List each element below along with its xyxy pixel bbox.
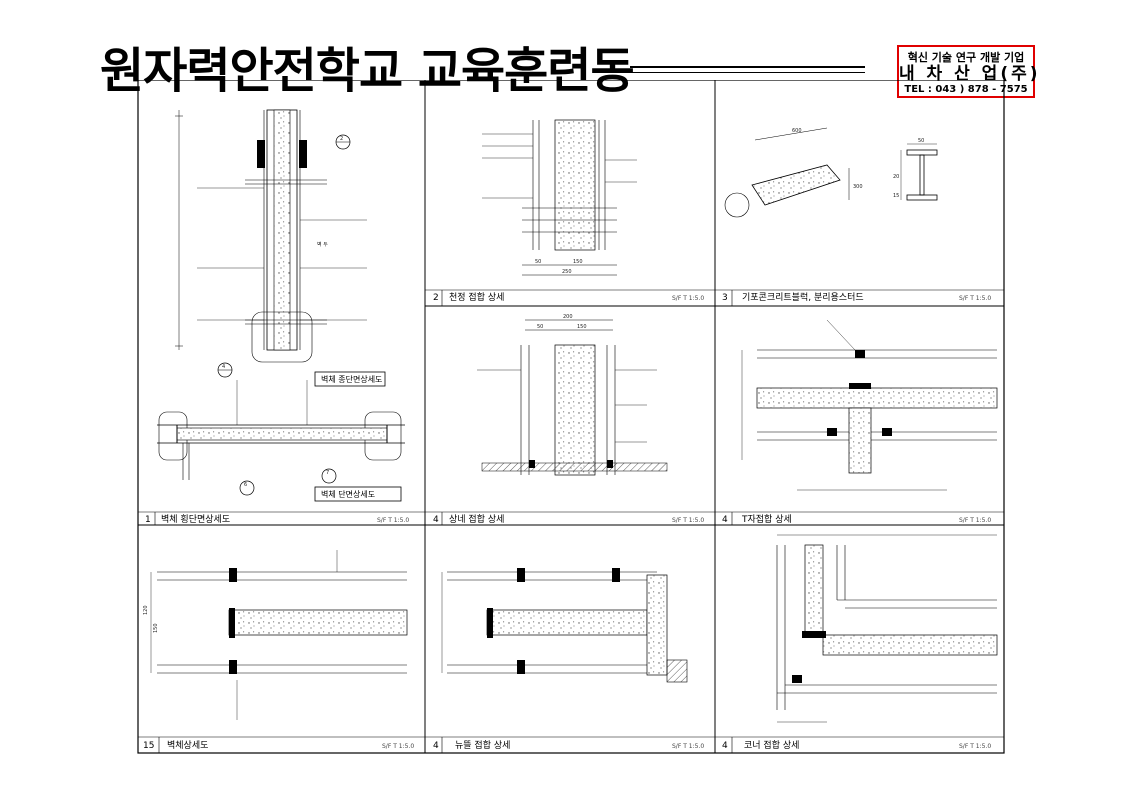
p2-dim-c: 250 [562, 269, 572, 275]
p3-dim-15: 15 [893, 193, 899, 199]
panel4-drawing: 200 50 150 [477, 314, 668, 476]
panel2-caption: 천정 접합 상세 [449, 291, 504, 303]
panel1-drawing: 벽 두 2 4 벽체 종단면상세도 6 7 벽체 단면상세도 [157, 109, 405, 502]
panel1-scale: S/F T 1:5.0 [377, 517, 409, 524]
sheet-border [137, 80, 1005, 754]
panel7-num: 4 [433, 741, 439, 751]
page-title: 원자력안전학교 교육훈련동 [100, 43, 635, 99]
panel6-caption: 벽체상세도 [167, 740, 208, 751]
p3-dim-600: 600 [792, 128, 802, 134]
panel8-caption: 코너 접합 상세 [744, 739, 799, 751]
callout-4: 4 [222, 364, 225, 370]
p15-dim-150: 150 [153, 623, 159, 633]
panel4-caption: 상네 접합 상세 [449, 513, 504, 525]
panel5-scale: S/F T 1:5.0 [959, 517, 991, 524]
panel1-box-label-1 [314, 371, 386, 387]
panel8-scale: S/F T 1:5.0 [959, 743, 991, 750]
title-rule [630, 66, 865, 68]
callout-2: 2 [340, 136, 343, 142]
panel1-box-label-2-text: 벽체 단면상세도 [321, 489, 375, 499]
panel6-drawing: 120 150 [143, 550, 408, 720]
panel4-num: 4 [433, 515, 439, 525]
p3-dim-50: 50 [918, 138, 924, 144]
p4-dim-50: 50 [537, 324, 543, 330]
p3-dim-300: 300 [853, 184, 863, 190]
panel3-num: 3 [722, 293, 728, 303]
callout-7: 7 [326, 470, 329, 476]
title-rule-thin [630, 72, 865, 73]
p2-dim-a: 50 [535, 259, 541, 265]
panel7-caption: 뉴뜰 접합 상세 [455, 739, 510, 751]
panel2-num: 2 [433, 293, 439, 303]
panel1-num: 1 [145, 515, 151, 525]
company-name: 내 차 산 업(주) [899, 64, 1041, 84]
panel3-caption: 기포콘크리트블럭, 분리용스터드 [742, 291, 864, 303]
panel5-caption: T자접합 상세 [741, 513, 792, 525]
p2-dim-b: 150 [573, 259, 583, 265]
p4-dim-150: 150 [577, 324, 587, 330]
p3-dim-20: 20 [893, 174, 899, 180]
p4-dim-200: 200 [563, 314, 573, 320]
panel1-label-one: 벽 두 [317, 241, 328, 248]
panel5-drawing [741, 319, 998, 491]
panel7-drawing [441, 568, 688, 683]
panel7-scale: S/F T 1:5.0 [672, 743, 704, 750]
company-tagline: 혁신 기술 연구 개발 기업 [907, 51, 1025, 64]
panel3-drawing: 600 300 50 20 15 [724, 127, 938, 218]
panel1-box-label-2 [314, 486, 402, 502]
panel3-scale: S/F T 1:5.0 [959, 295, 991, 302]
panel1-caption: 벽체 횡단면상세도 [161, 513, 230, 525]
panel6-scale: S/F T 1:5.0 [382, 743, 414, 750]
panel5-num: 4 [722, 515, 728, 525]
panel6-num: 15 [143, 741, 154, 751]
p15-dim-120: 120 [143, 605, 149, 615]
panel1-box-label-1-text: 벽체 종단면상세도 [321, 374, 382, 384]
panel2-scale: S/F T 1:5.0 [672, 295, 704, 302]
drawing-sheet: 1 벽체 횡단면상세도 S/F T 1:5.0 2 천정 접합 상세 S/F T… [137, 80, 1005, 754]
company-tel: TEL : 043 ) 878 - 7575 [904, 84, 1028, 95]
callout-6: 6 [244, 482, 247, 488]
panel4-scale: S/F T 1:5.0 [672, 517, 704, 524]
panel2-drawing: 50 150 250 [482, 119, 637, 276]
company-stamp: 혁신 기술 연구 개발 기업 내 차 산 업(주) TEL : 043 ) 87… [897, 45, 1041, 98]
panel8-num: 4 [722, 741, 728, 751]
panel8-drawing [776, 534, 998, 723]
